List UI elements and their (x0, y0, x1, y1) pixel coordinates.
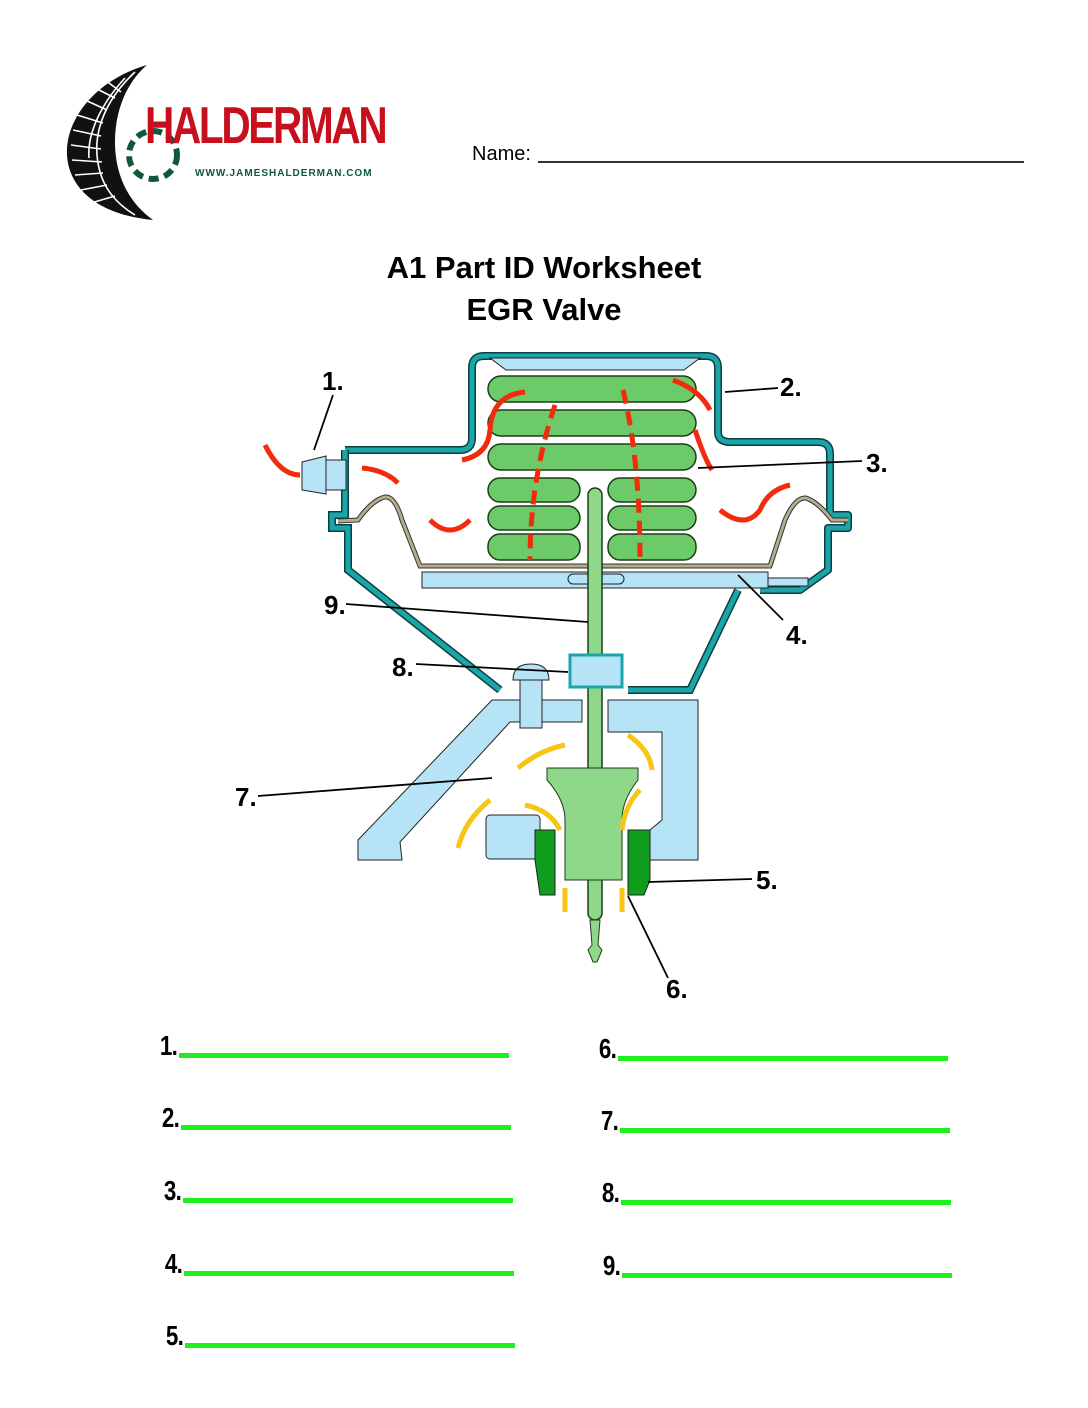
answer-number: 3. (163, 1175, 182, 1206)
callout-8: 8. (392, 652, 414, 682)
answer-line[interactable] (183, 1198, 513, 1203)
wheel-icon (126, 128, 180, 182)
answer-number: 7. (600, 1105, 619, 1136)
callout-6: 6. (666, 974, 688, 1004)
answer-line[interactable] (620, 1128, 950, 1133)
callout-3: 3. (866, 448, 888, 478)
callout-5: 5. (756, 865, 778, 895)
answer-line[interactable] (621, 1200, 951, 1205)
name-label: Name: (472, 143, 531, 165)
answer-2[interactable]: 2. (145, 1102, 511, 1134)
vacuum-port (325, 459, 347, 491)
answer-1[interactable]: 1. (143, 1030, 509, 1062)
answer-line[interactable] (179, 1053, 509, 1058)
answer-line[interactable] (618, 1056, 948, 1061)
valve-head (546, 767, 639, 881)
worksheet-title: A1 Part ID Worksheet (386, 250, 702, 285)
vacuum-flow-arrows (262, 377, 791, 561)
worksheet-subtitle: EGR Valve (466, 292, 622, 327)
mounting-base (357, 699, 583, 861)
answer-number: 9. (602, 1250, 621, 1281)
answer-number: 8. (601, 1177, 620, 1208)
exhaust-flow-arrows (455, 732, 655, 912)
answer-9[interactable]: 9. (586, 1250, 952, 1282)
answer-number: 4. (164, 1248, 183, 1279)
callout-4: 4. (786, 620, 808, 650)
callout-2: 2. (780, 372, 802, 402)
answer-7[interactable]: 7. (584, 1105, 950, 1137)
answer-line[interactable] (181, 1125, 511, 1130)
stem-seal (568, 653, 624, 689)
leader-lines (257, 387, 863, 979)
callout-7: 7. (235, 782, 257, 812)
callout-9: 9. (324, 590, 346, 620)
answer-line[interactable] (185, 1343, 515, 1348)
answer-3[interactable]: 3. (147, 1175, 513, 1207)
answer-line[interactable] (184, 1271, 514, 1276)
callout-1: 1. (322, 366, 344, 396)
tire-icon (66, 65, 153, 220)
answer-8[interactable]: 8. (585, 1177, 951, 1209)
brand-name: HALDERMAN (145, 97, 388, 155)
brand-url: WWW.JAMESHALDERMAN.COM (195, 168, 373, 179)
answer-line[interactable] (622, 1273, 952, 1278)
answer-number: 5. (165, 1320, 184, 1351)
answer-4[interactable]: 4. (148, 1248, 514, 1280)
name-input-line[interactable] (538, 161, 1024, 163)
halderman-logo (66, 65, 180, 220)
answer-6[interactable]: 6. (582, 1033, 948, 1065)
bolt (519, 679, 543, 729)
answer-number: 1. (159, 1030, 178, 1061)
answer-number: 6. (598, 1033, 617, 1064)
answer-5[interactable]: 5. (149, 1320, 515, 1352)
egr-valve-diagram: 1. 2. 3. 4. 5. 6. 7. 8. 9. (235, 352, 888, 1004)
answer-number: 2. (161, 1102, 180, 1133)
valve-seat (534, 829, 556, 896)
